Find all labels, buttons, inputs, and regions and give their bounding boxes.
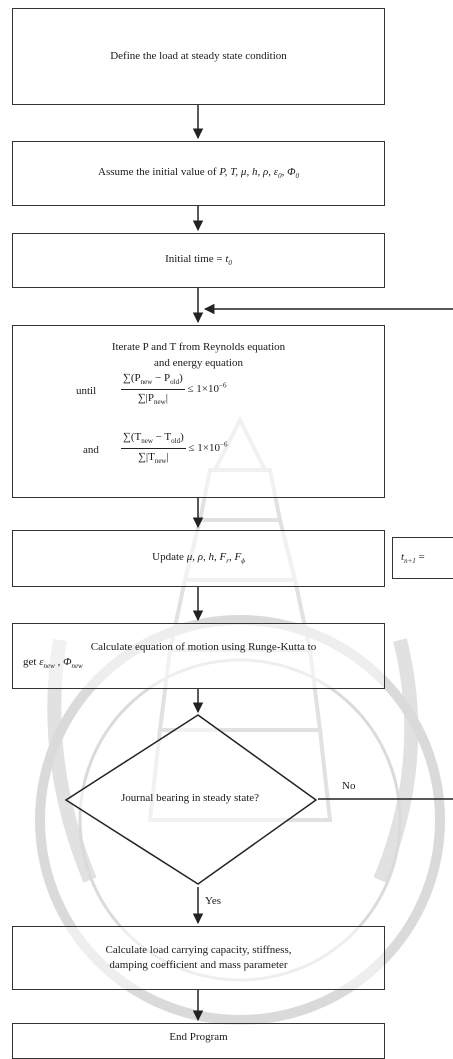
step-calculate-load: Calculate load carrying capacity, stiffn… <box>12 926 385 990</box>
convergence-condition-p: ∑(Pnew − Pold) ∑|Pnew| ≤ 1×10−6 <box>121 371 226 407</box>
step-define-load: Define the load at steady state conditio… <box>12 8 385 105</box>
no-label: No <box>342 780 355 792</box>
until-label: until <box>76 384 96 399</box>
motion-line-2: get εnew , Φnew <box>23 655 83 672</box>
step-end-program-text: End Program <box>169 1030 227 1045</box>
step-time-increment-text: tn+1 = <box>401 550 425 567</box>
calculate-line-1: Calculate load carrying capacity, stiffn… <box>105 943 291 958</box>
convergence-condition-t: ∑(Tnew − Told) ∑|Tnew| ≤ 1×10−6 <box>121 430 227 466</box>
yes-label: Yes <box>205 895 221 907</box>
step-end-program: End Program <box>12 1023 385 1059</box>
step-update: Update μ, ρ, h, Fr, Fϕ <box>12 530 385 587</box>
decision-text: Journal bearing in steady state? <box>70 792 310 804</box>
tolerance-p: ≤ 1×10−6 <box>188 383 227 395</box>
step-update-text: Update μ, ρ, h, Fr, Fϕ <box>152 550 245 567</box>
step-time-increment: tn+1 = <box>392 537 453 579</box>
and-label: and <box>83 443 99 458</box>
step-define-load-text: Define the load at steady state conditio… <box>110 49 287 64</box>
fraction-t: ∑(Tnew − Told) ∑|Tnew| <box>121 430 186 466</box>
motion-line-1: Calculate equation of motion using Runge… <box>91 640 316 655</box>
iterate-line-1: Iterate P and T from Reynolds equation <box>13 340 384 355</box>
tolerance-t: ≤ 1×10−6 <box>189 442 228 454</box>
step-initial-time: Initial time = t0 <box>12 233 385 288</box>
step-equation-of-motion: Calculate equation of motion using Runge… <box>12 623 385 689</box>
step-assume-initial: Assume the initial value of P, T, μ, h, … <box>12 141 385 206</box>
fraction-p: ∑(Pnew − Pold) ∑|Pnew| <box>121 371 185 407</box>
step-assume-initial-text: Assume the initial value of P, T, μ, h, … <box>98 165 299 182</box>
calculate-line-2: damping coefficient and mass parameter <box>109 958 287 973</box>
step-iterate: Iterate P and T from Reynolds equation a… <box>12 325 385 498</box>
iterate-line-2: and energy equation <box>13 356 384 371</box>
step-initial-time-text: Initial time = t0 <box>165 252 232 269</box>
